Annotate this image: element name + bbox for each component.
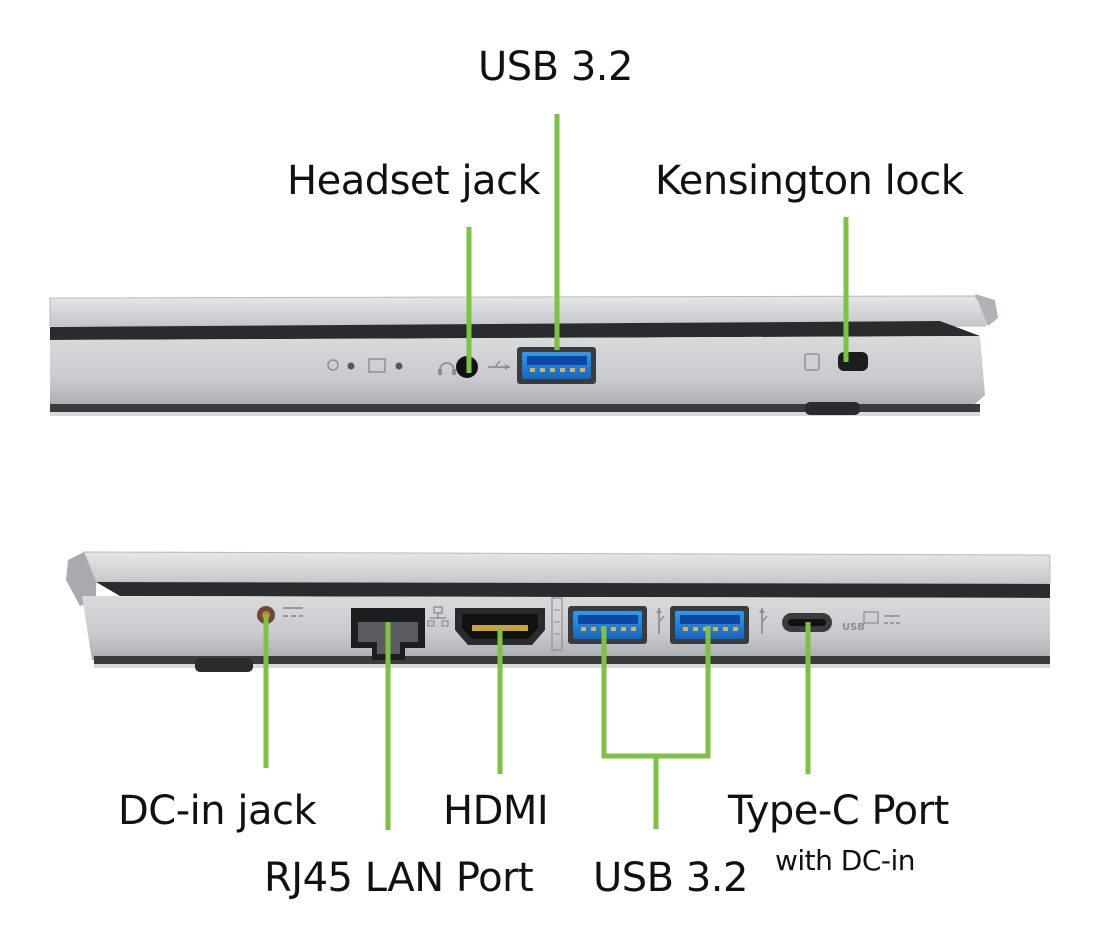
label-usb-bottom: USB 3.2 — [593, 855, 748, 901]
battery-indicator-icon — [368, 358, 403, 373]
callout-usb-bottom — [601, 626, 711, 829]
headset-icon — [438, 362, 456, 375]
label-hdmi: HDMI — [443, 788, 549, 834]
kensington-lock-slot — [838, 352, 868, 371]
usb-symbol-icon — [488, 360, 510, 370]
network-icon — [427, 606, 449, 627]
usb-c-markings: USB — [842, 611, 900, 633]
usb-symbol-icon — [656, 608, 665, 634]
kensington-lock-icon — [804, 353, 820, 371]
label-type-c-sub: with DC-in — [775, 844, 916, 877]
dc-symbol-icon — [283, 607, 303, 617]
label-type-c-port: Type-C Port — [728, 788, 949, 834]
svg-text:USB: USB — [842, 622, 865, 633]
usb-a-port — [517, 347, 596, 384]
usb-symbol-icon — [759, 608, 768, 634]
label-headset-jack: Headset jack — [287, 158, 541, 204]
label-rj45-lan-port: RJ45 LAN Port — [264, 855, 534, 901]
callout-lines — [263, 114, 849, 830]
usb-a-port-1 — [568, 606, 647, 644]
label-dc-in-jack: DC-in jack — [118, 788, 317, 834]
label-kensington-lock: Kensington lock — [655, 158, 964, 204]
laptop-left-side — [66, 551, 1051, 672]
usb-a-port-2 — [670, 606, 749, 644]
label-usb-top: USB 3.2 — [478, 44, 633, 90]
hdmi-logo-icon — [551, 597, 563, 651]
power-indicator-icon — [327, 359, 355, 371]
